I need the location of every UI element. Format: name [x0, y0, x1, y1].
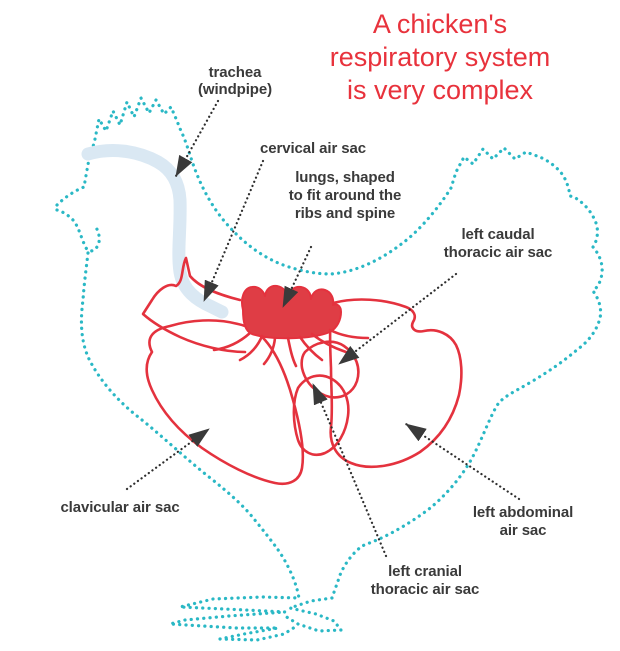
- label-cranial-line2: thoracic air sac: [370, 581, 480, 598]
- label-trachea-line2: (windpipe): [198, 81, 272, 98]
- abdominal-air-sac-shape: [328, 298, 463, 469]
- label-cranial-line1: left cranial: [388, 563, 462, 580]
- label-caudal-thoracic-air-sac: left caudal thoracic air sac: [418, 226, 578, 262]
- leader-line-clavicular: [125, 427, 211, 491]
- label-cranial-thoracic-air-sac: left cranial thoracic air sac: [345, 563, 505, 599]
- label-lungs: lungs, shaped to fit around the ribs and…: [265, 169, 425, 223]
- lungs-shape: [241, 284, 342, 340]
- label-lungs-line1: lungs, shaped: [295, 169, 395, 186]
- label-cervical-air-sac: cervical air sac: [228, 140, 398, 158]
- leader-line-abdominal: [404, 422, 521, 501]
- leader-line-lungs: [281, 245, 313, 309]
- clavicular-air-sac-shape: [145, 319, 305, 486]
- label-clavicular-air-sac: clavicular air sac: [35, 499, 205, 517]
- leader-line-cranial: [311, 382, 388, 558]
- leader-line-cervical: [202, 159, 265, 303]
- label-abdominal-line2: air sac: [499, 522, 547, 539]
- label-trachea: trachea (windpipe): [160, 64, 310, 98]
- lung-tendrils-shape: [212, 328, 370, 368]
- title-line-3: is very complex: [346, 75, 534, 105]
- label-caudal-line1: left caudal: [461, 226, 535, 243]
- cranial-thoracic-air-sac-shape: [292, 374, 350, 457]
- label-cervical-line1: cervical air sac: [260, 140, 366, 157]
- label-caudal-line2: thoracic air sac: [443, 244, 553, 261]
- label-abdominal-line1: left abdominal: [472, 504, 574, 521]
- diagram-title: A chicken's respiratory system is very c…: [295, 8, 585, 107]
- leader-line-trachea: [174, 99, 220, 178]
- label-trachea-line1: trachea: [208, 64, 262, 81]
- cervical-air-sac-shape: [141, 256, 247, 354]
- label-lungs-line2: to fit around the: [288, 187, 402, 204]
- label-clavicular-line1: clavicular air sac: [60, 499, 180, 516]
- trachea-shape: [81, 144, 229, 319]
- chicken-outline-front: [55, 208, 301, 642]
- title-line-1: A chicken's: [372, 9, 508, 39]
- label-abdominal-air-sac: left abdominal air sac: [443, 504, 603, 540]
- leader-line-caudal: [337, 272, 458, 366]
- label-lungs-line3: ribs and spine: [294, 205, 396, 222]
- title-line-2: respiratory system: [329, 42, 551, 72]
